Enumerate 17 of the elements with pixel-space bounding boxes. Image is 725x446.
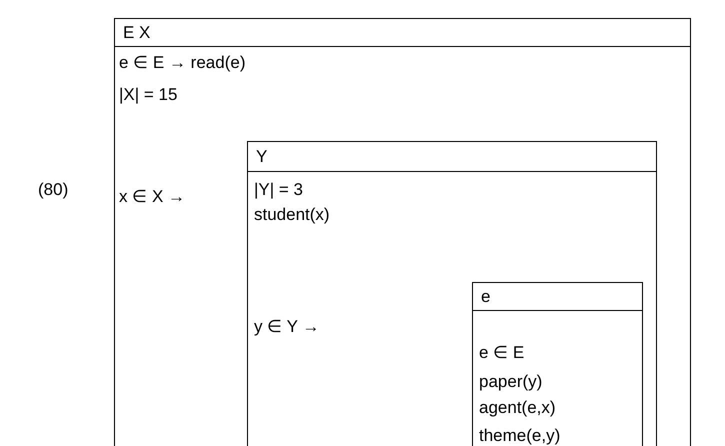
condition-text: theme(e,y) xyxy=(479,425,560,446)
condition-text: y ∈ Y → xyxy=(254,316,320,338)
drs-box xyxy=(247,141,657,446)
example-number: (80) xyxy=(38,179,68,201)
condition-text: |X| = 15 xyxy=(119,84,178,106)
condition-text: agent(e,x) xyxy=(479,397,556,419)
condition-text: paper(y) xyxy=(479,371,542,393)
condition-text: student(x) xyxy=(254,204,330,226)
referent-text: Y xyxy=(256,146,268,168)
condition-text: |Y| = 3 xyxy=(254,179,303,201)
referent-text: E X xyxy=(123,22,150,44)
referent-text: e xyxy=(481,286,490,308)
drs-box xyxy=(472,282,643,446)
condition-text: x ∈ X → xyxy=(119,186,186,208)
condition-text: e ∈ E xyxy=(479,342,524,364)
drs-box xyxy=(114,18,691,446)
condition-text: e ∈ E → read(e) xyxy=(119,52,246,74)
